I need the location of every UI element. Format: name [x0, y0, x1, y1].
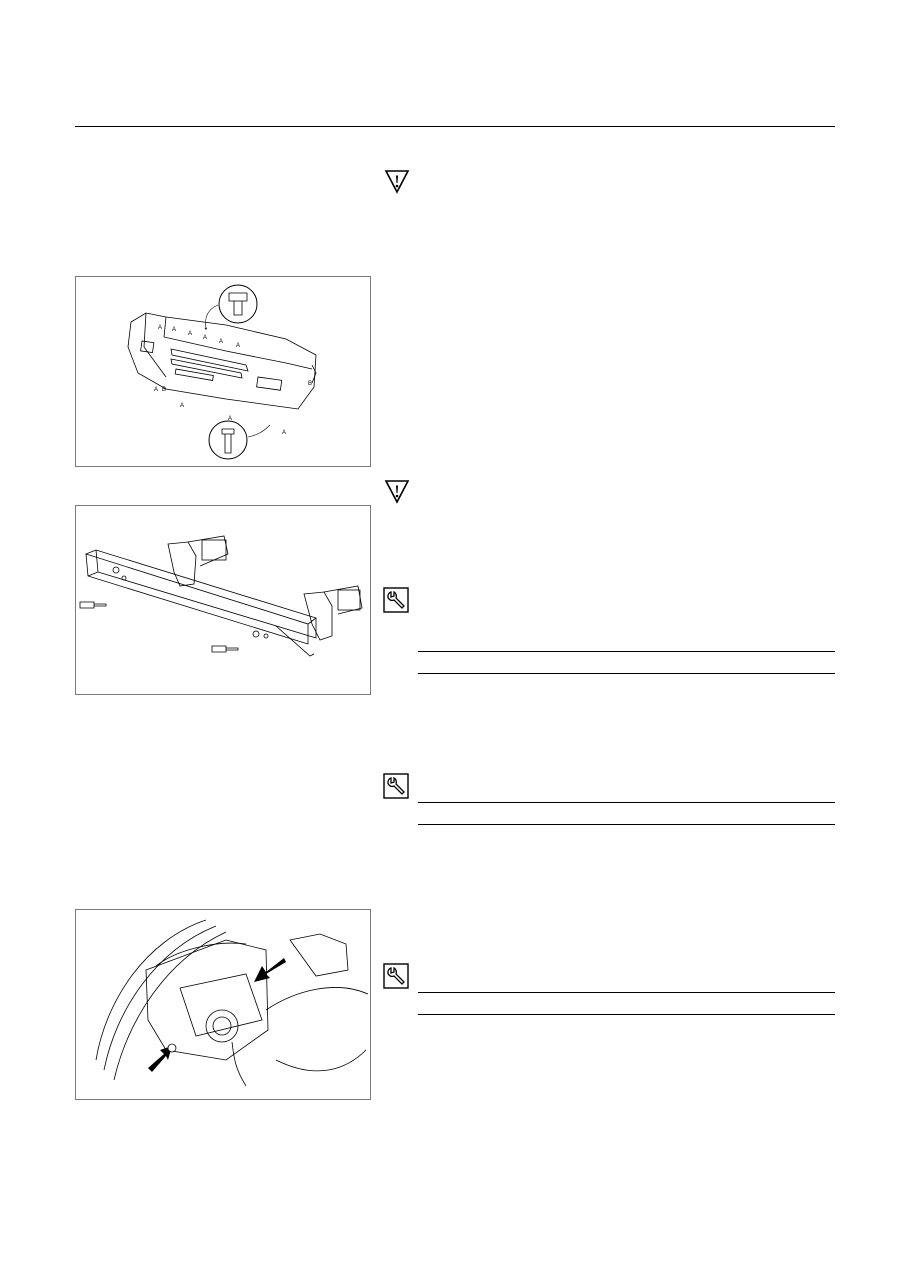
bumper-callouts: A A A A A A A A A A B B	[154, 325, 312, 436]
caution-triangle-icon	[384, 480, 410, 504]
reinforcement-figure	[75, 505, 371, 695]
callout-label: B	[308, 381, 312, 387]
headlamp-figure	[75, 909, 371, 1100]
torque-table-top-rule	[418, 992, 835, 993]
torque-wrench-icon	[383, 587, 409, 613]
callout-label: B	[162, 387, 166, 393]
callout-label: A	[188, 331, 192, 337]
headlamp-illustration	[95, 919, 369, 1087]
caution-triangle-icon	[384, 170, 410, 194]
callout-label: A	[228, 416, 232, 422]
torque-wrench-icon	[383, 963, 409, 989]
callout-label: A	[180, 403, 184, 409]
bumper-figure: A A A A A A A A A A B B	[75, 276, 371, 467]
torque-table-bottom-rule	[418, 673, 835, 674]
torque-table-bottom-rule	[418, 824, 835, 825]
bolt-detail-top	[204, 284, 258, 331]
torque-table-top-rule	[418, 802, 835, 803]
callout-label: A	[236, 343, 240, 349]
callout-label: A	[203, 335, 207, 341]
arrow-marker	[148, 1046, 172, 1072]
torque-table-top-rule	[418, 651, 835, 652]
callout-label: A	[282, 430, 286, 436]
reinforcement-illustration	[79, 535, 363, 657]
callout-label: A	[172, 327, 176, 333]
torque-wrench-icon	[383, 773, 409, 799]
bumper-illustration: A A A A A A A A A A B B	[127, 284, 317, 460]
callout-label: A	[219, 339, 223, 345]
screw-detail-bottom	[208, 420, 271, 460]
callout-label: A	[154, 387, 158, 393]
torque-table-bottom-rule	[418, 1014, 835, 1015]
arrow-marker	[254, 958, 286, 982]
header-rule	[75, 126, 835, 127]
callout-label: A	[158, 325, 162, 331]
